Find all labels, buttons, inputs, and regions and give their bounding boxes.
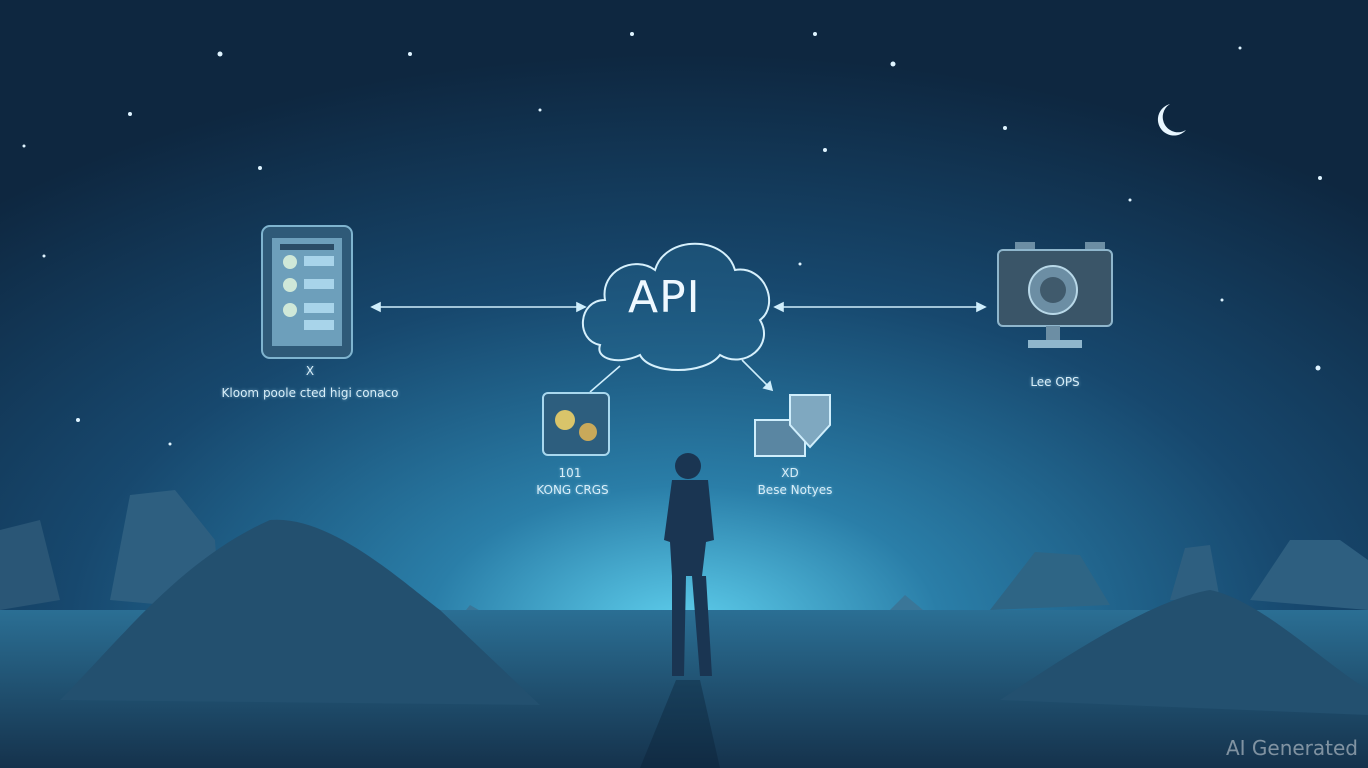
folder-shield-icon — [754, 394, 831, 457]
node-caption: Bese Notyes — [757, 483, 833, 497]
moon-icon — [1157, 104, 1186, 136]
monitor-camera-icon — [997, 242, 1113, 348]
cloud-icon — [582, 242, 771, 371]
watermark: AI Generated — [1225, 736, 1358, 760]
node-title: X — [305, 364, 315, 378]
person-silhouette — [640, 453, 720, 768]
node-title: XD — [781, 466, 799, 480]
node-caption: KONG CRGS — [536, 483, 609, 497]
node-caption: Kloom poole cted higi conaco — [221, 386, 399, 400]
gear-box-icon — [542, 392, 610, 456]
connection-arrows — [370, 301, 987, 393]
node-title: 101 — [558, 466, 582, 480]
tablet-app-icon — [261, 225, 353, 359]
api-label: API — [628, 272, 701, 323]
stars — [22, 32, 1322, 446]
node-caption: Lee OPS — [1030, 375, 1080, 389]
